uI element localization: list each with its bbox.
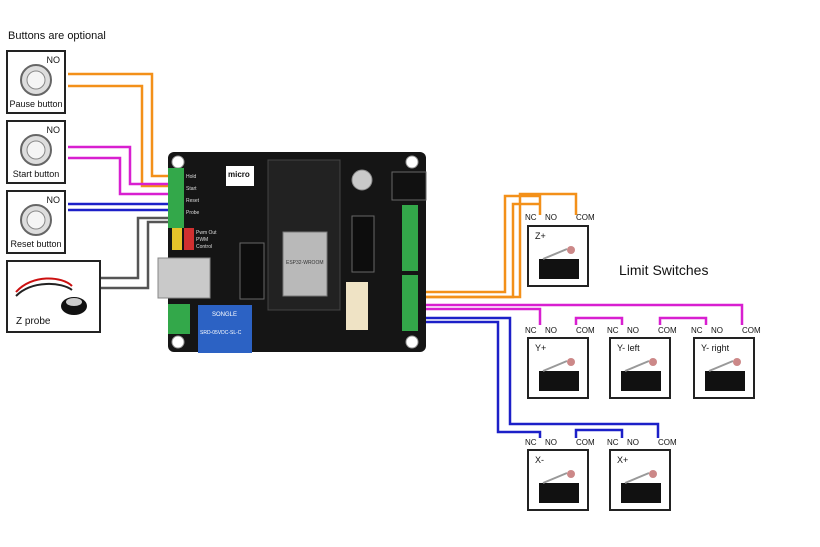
term-no: NO bbox=[545, 438, 557, 447]
zprobe-wires bbox=[101, 216, 170, 290]
term-no: NO bbox=[627, 326, 639, 335]
no-label: NO bbox=[46, 55, 61, 65]
start-wires bbox=[68, 145, 170, 196]
module-label: ESP32-WROOM bbox=[286, 260, 324, 266]
pause-button-label: Pause button bbox=[9, 99, 63, 109]
term-no: NO bbox=[627, 438, 639, 447]
term-nc: NC bbox=[607, 438, 619, 447]
board-header-label: Start bbox=[186, 186, 197, 192]
reset-button-box: NO Reset button bbox=[6, 190, 66, 254]
controller-board bbox=[157, 152, 427, 353]
board-power-label: Pwm Out bbox=[196, 230, 217, 236]
y-wires bbox=[420, 303, 744, 325]
pushbutton-icon bbox=[20, 134, 52, 166]
switch-yplus: Y+ bbox=[527, 337, 589, 399]
microswitch-icon bbox=[621, 470, 661, 503]
pushbutton-icon bbox=[20, 64, 52, 96]
term-no: NO bbox=[545, 213, 557, 222]
reset-button-label: Reset button bbox=[10, 239, 62, 249]
term-com: COM bbox=[576, 326, 595, 335]
term-nc: NC bbox=[525, 213, 537, 222]
zprobe-icon bbox=[15, 277, 87, 315]
no-label: NO bbox=[46, 125, 61, 135]
switch-label: X+ bbox=[617, 455, 629, 465]
microswitch-icon bbox=[621, 358, 661, 391]
board-power-label: PWM bbox=[196, 237, 209, 243]
term-no: NO bbox=[545, 326, 557, 335]
term-nc: NC bbox=[607, 326, 619, 335]
board-logo: micro bbox=[228, 170, 250, 179]
zprobe-label: Z probe bbox=[16, 316, 51, 327]
relay-spec: SRD-05VDC-SL-C bbox=[200, 330, 242, 336]
term-com: COM bbox=[658, 326, 677, 335]
pause-wires bbox=[68, 72, 170, 188]
microswitch-icon bbox=[705, 358, 745, 391]
board-header-label: Reset bbox=[186, 198, 200, 204]
term-com: COM bbox=[742, 326, 761, 335]
term-com: COM bbox=[576, 213, 595, 222]
switch-label: Y- left bbox=[617, 343, 640, 353]
switch-xminus: X- bbox=[527, 449, 589, 511]
limit-switches-title: Limit Switches bbox=[619, 262, 709, 278]
term-nc: NC bbox=[525, 438, 537, 447]
zplus-wires bbox=[420, 192, 578, 299]
pause-button-box: NO Pause button bbox=[6, 50, 66, 114]
term-nc: NC bbox=[525, 326, 537, 335]
microswitch-icon bbox=[539, 470, 579, 503]
term-com: COM bbox=[576, 438, 595, 447]
no-label: NO bbox=[46, 195, 61, 205]
switch-label: Y+ bbox=[535, 343, 547, 353]
pushbutton-icon bbox=[20, 204, 52, 236]
switch-label: X- bbox=[535, 455, 544, 465]
term-no: NO bbox=[711, 326, 723, 335]
term-nc: NC bbox=[691, 326, 703, 335]
zprobe-box: Z probe bbox=[6, 260, 101, 333]
relay-brand: SONGLE bbox=[212, 312, 238, 318]
switch-yminus-left: Y- left bbox=[609, 337, 671, 399]
buttons-optional-note: Buttons are optional bbox=[8, 30, 106, 42]
microswitch-icon bbox=[539, 246, 579, 279]
switch-xplus: X+ bbox=[609, 449, 671, 511]
microswitch-icon bbox=[539, 358, 579, 391]
board-power-label: Control bbox=[196, 244, 213, 250]
board-header-label: Hold bbox=[186, 174, 197, 180]
switch-yminus-right: Y- right bbox=[693, 337, 755, 399]
x-wires bbox=[420, 316, 660, 438]
term-com: COM bbox=[658, 438, 677, 447]
board-header-label: Probe bbox=[186, 210, 200, 216]
start-button-box: NO Start button bbox=[6, 120, 66, 184]
switch-zplus: Z+ bbox=[527, 225, 589, 287]
start-button-label: Start button bbox=[12, 169, 60, 179]
switch-label: Y- right bbox=[701, 343, 730, 353]
switch-label: Z+ bbox=[535, 231, 546, 241]
reset-wires bbox=[68, 202, 170, 212]
